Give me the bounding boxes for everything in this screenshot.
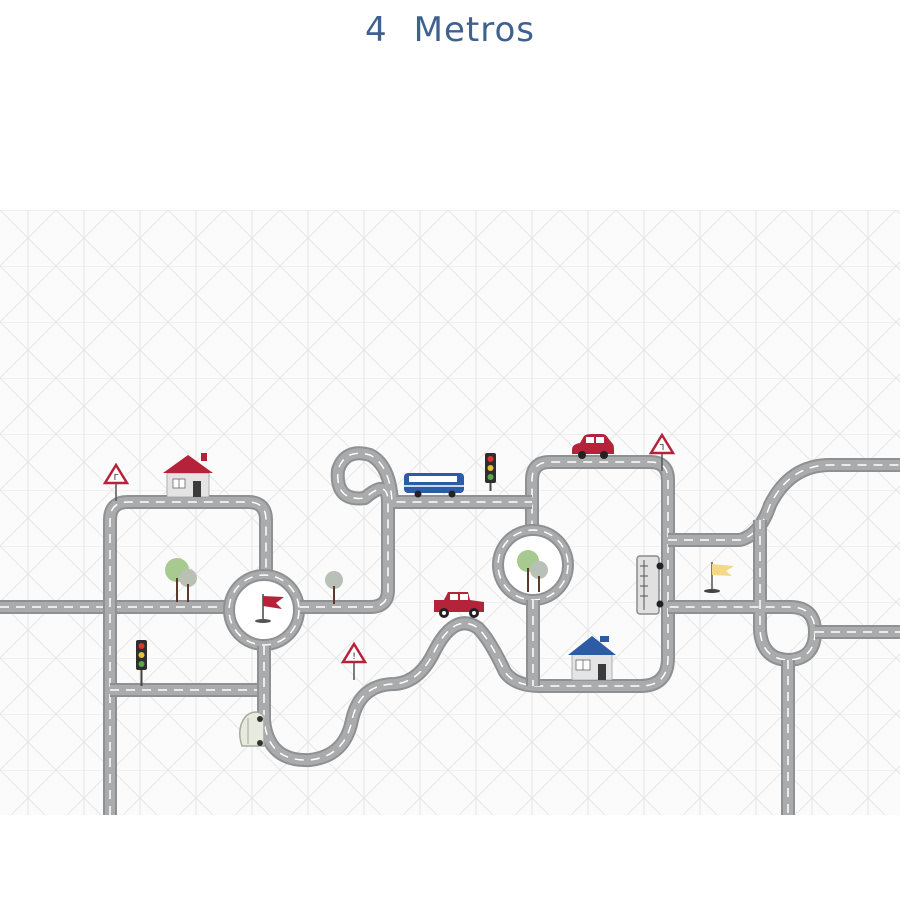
traffic-light-icon <box>485 453 496 491</box>
car-red-icon <box>572 434 614 459</box>
tree-icon <box>517 550 548 592</box>
size-label: 4 Metros <box>0 10 900 50</box>
bus-blue-icon <box>404 473 464 498</box>
traffic-light-icon <box>136 640 147 686</box>
road-center-loop <box>300 446 532 614</box>
warning-sign-icon: ! <box>340 641 368 680</box>
tree-icon <box>325 571 343 604</box>
beetle-car-icon <box>239 711 265 747</box>
house-red-icon <box>163 453 213 498</box>
road-s-curve <box>257 455 675 768</box>
size-unit: Metros <box>413 10 535 50</box>
svg-text:!: ! <box>352 652 356 662</box>
svg-text:Ꞁ: Ꞁ <box>660 443 664 452</box>
flag-yellow-icon <box>704 562 734 593</box>
tree-icon <box>165 558 197 602</box>
road-left-loop <box>103 495 273 815</box>
grid-pattern <box>0 210 900 815</box>
flag-red-icon <box>255 594 284 623</box>
road-right-network <box>668 458 900 815</box>
warning-sign-icon: Ꞁ <box>648 432 676 471</box>
warning-sign-icon: Γ <box>102 462 130 501</box>
svg-text:Γ: Γ <box>114 473 119 482</box>
jeep-red-icon <box>434 592 484 618</box>
roundabout-left <box>223 569 305 651</box>
size-number: 4 <box>365 10 388 50</box>
house-blue-icon <box>568 636 616 681</box>
bus-gray-icon <box>636 555 664 615</box>
